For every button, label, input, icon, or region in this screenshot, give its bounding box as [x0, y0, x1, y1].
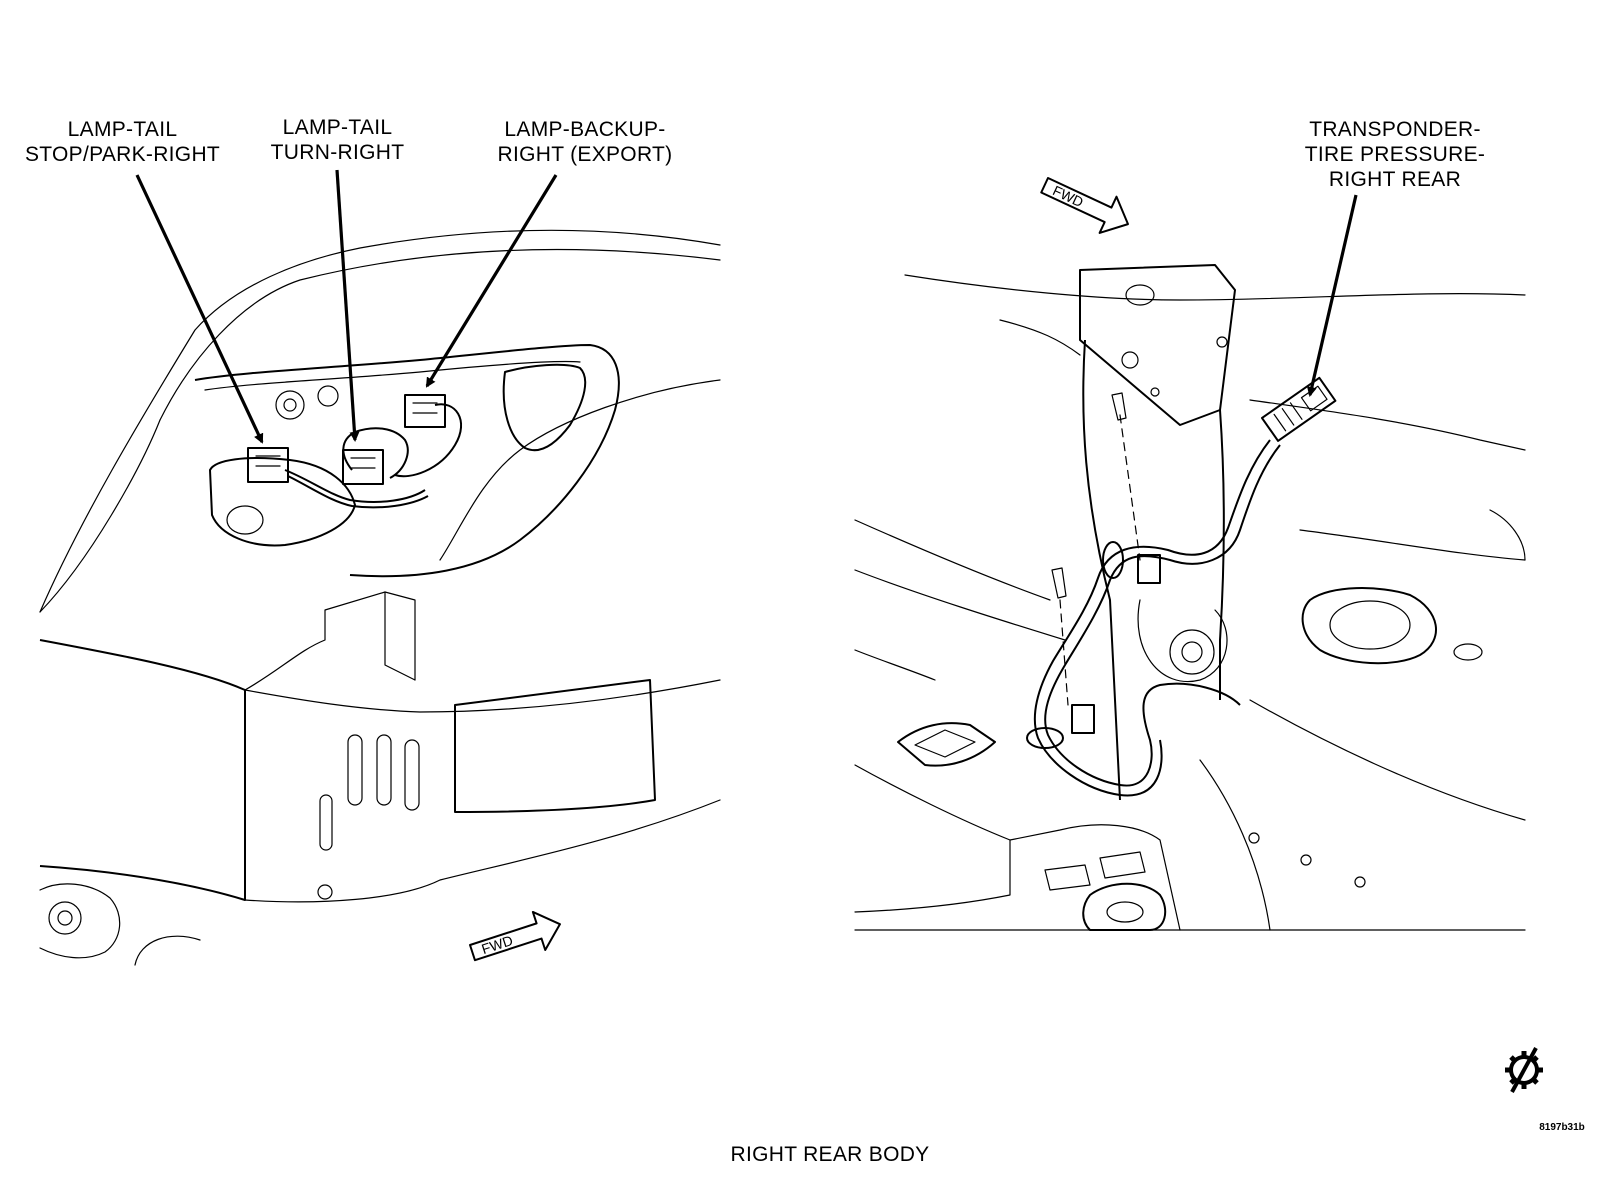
- label-lamp-tail-stop-park-right: LAMP-TAIL STOP/PARK-RIGHT: [0, 117, 245, 167]
- label-line: RIGHT (EXPORT): [497, 143, 673, 166]
- label-line: LAMP-BACKUP-: [504, 118, 666, 141]
- right-body-view: FWD: [854, 177, 1526, 931]
- figure-caption: RIGHT REAR BODY: [730, 1143, 930, 1166]
- label-lamp-backup-right: LAMP-BACKUP- RIGHT (EXPORT): [475, 117, 695, 167]
- label-transponder-tire-pressure: TRANSPONDER- TIRE PRESSURE- RIGHT REAR: [1270, 117, 1520, 192]
- figure-id: 8197b31b: [1539, 1122, 1585, 1133]
- label-line: LAMP-TAIL: [282, 116, 393, 139]
- label-line: STOP/PARK-RIGHT: [24, 143, 221, 166]
- label-lamp-tail-turn-right: LAMP-TAIL TURN-RIGHT: [250, 115, 425, 165]
- label-line: TURN-RIGHT: [270, 141, 405, 164]
- label-line: RIGHT REAR: [1328, 168, 1462, 191]
- gear-slash-icon: [1505, 1047, 1543, 1093]
- label-line: TRANSPONDER-: [1309, 118, 1481, 141]
- left-body-view: FWD: [39, 169, 721, 966]
- label-line: TIRE PRESSURE-: [1304, 143, 1486, 166]
- label-line: LAMP-TAIL: [67, 118, 178, 141]
